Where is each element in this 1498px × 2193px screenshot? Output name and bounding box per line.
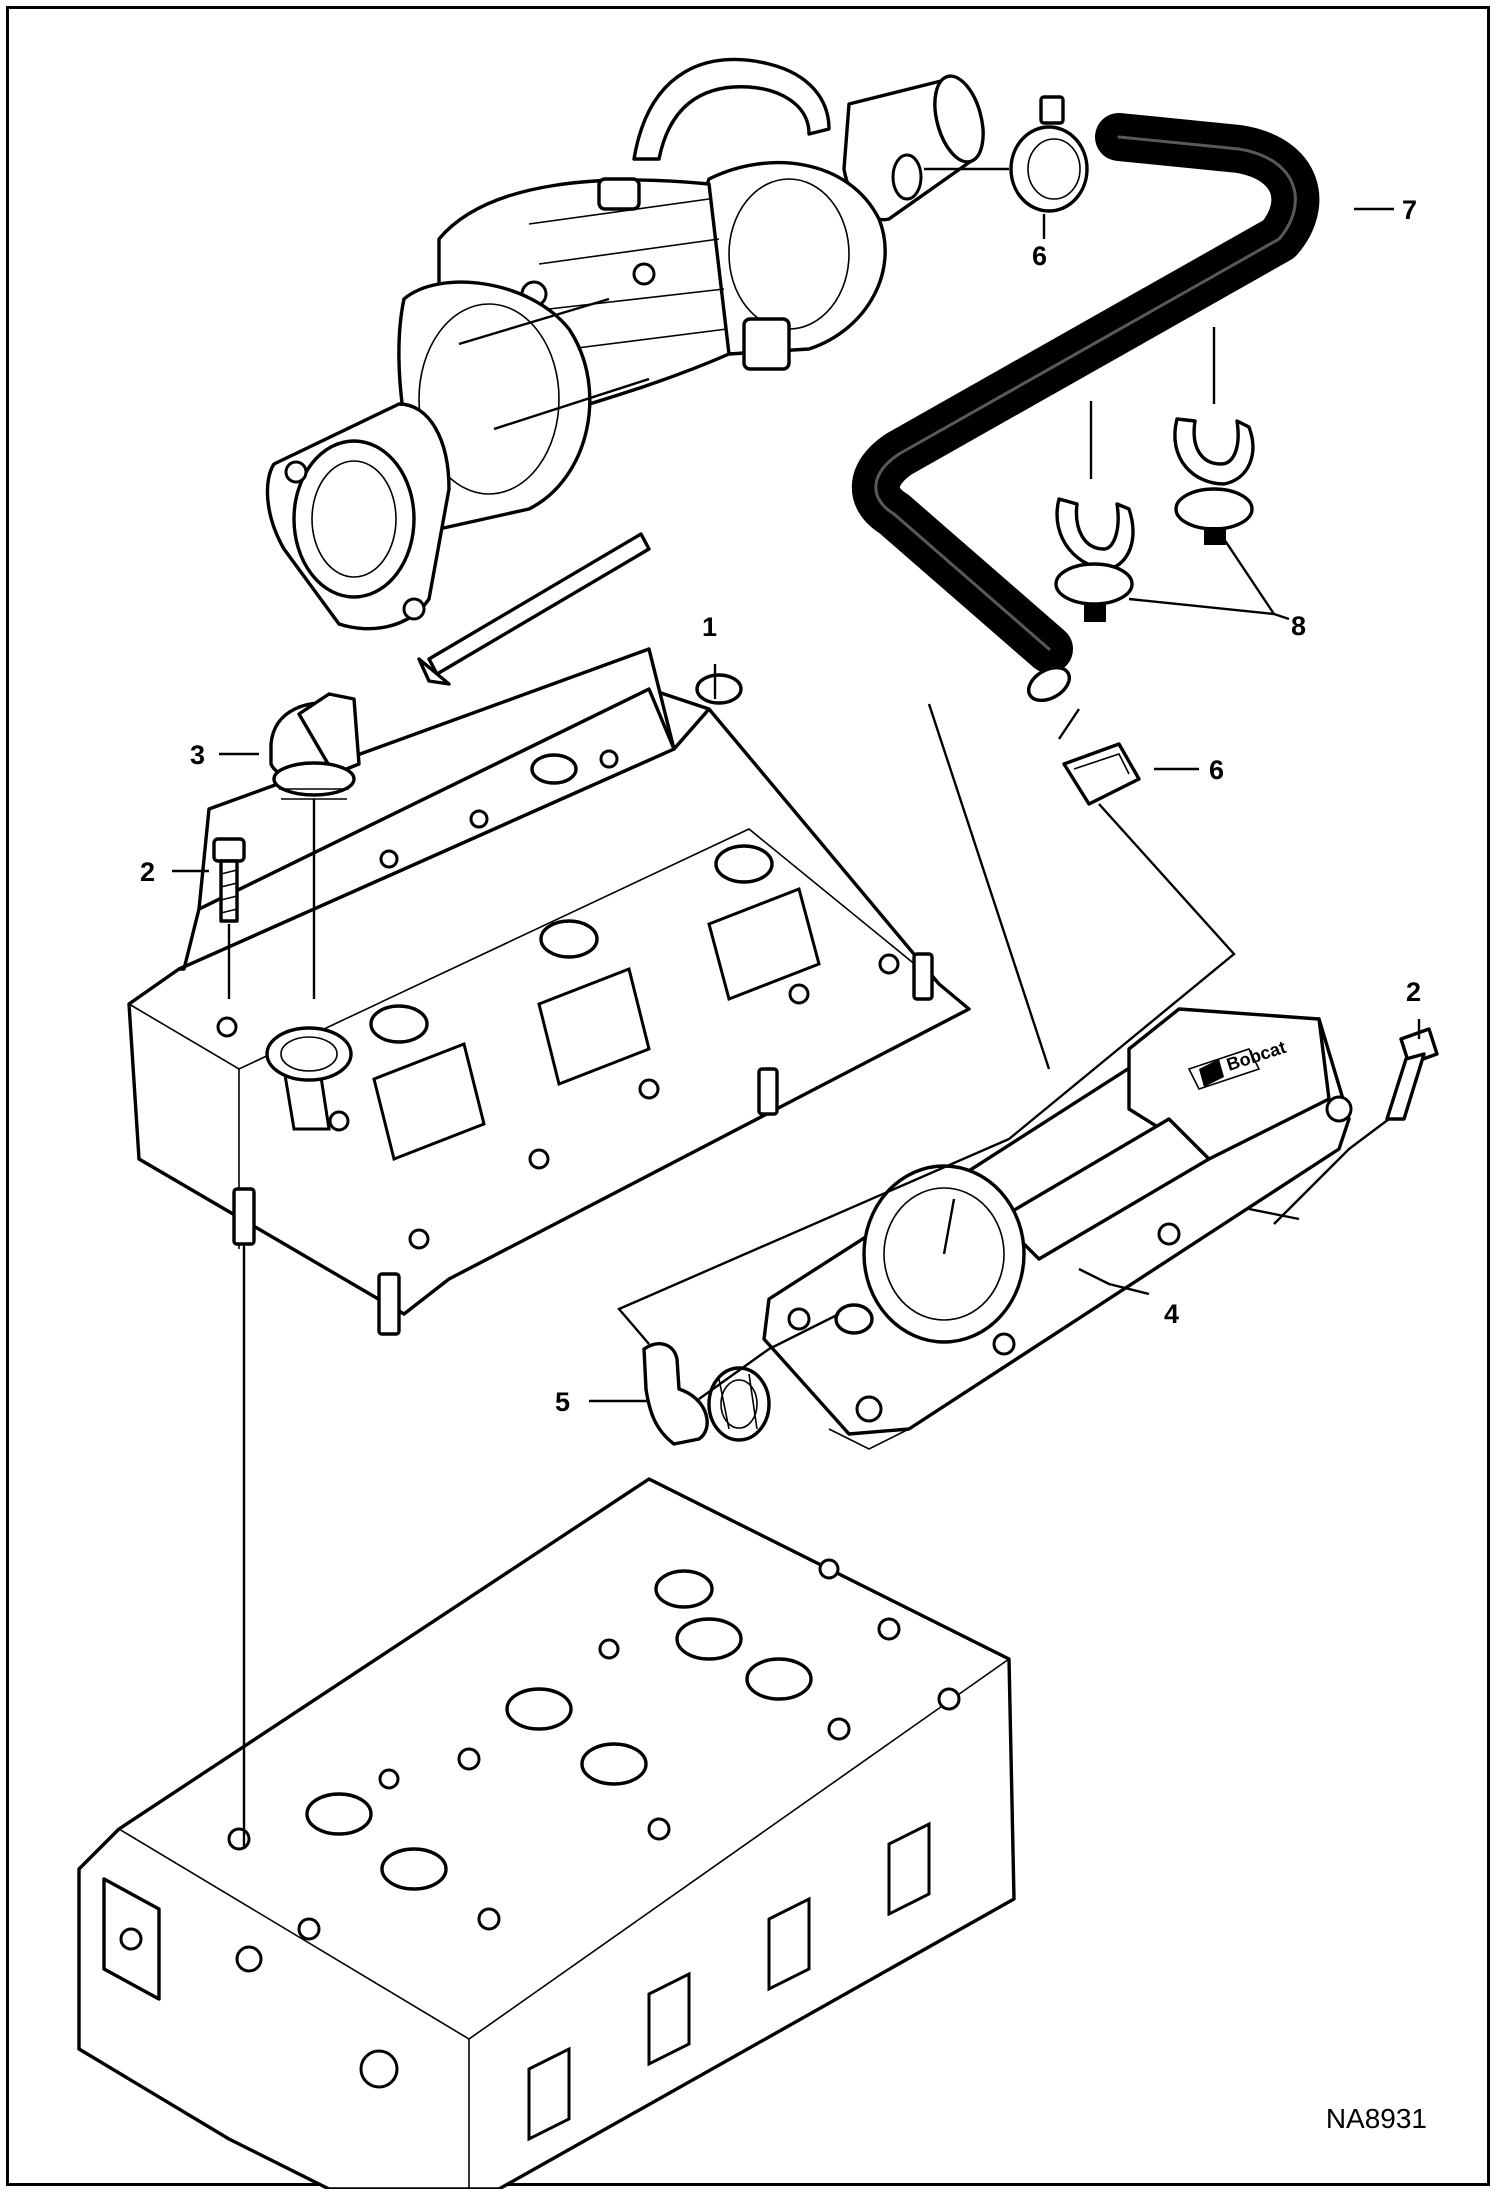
callout-5: 5: [555, 1387, 571, 1417]
callout-2-left: 2: [140, 857, 156, 887]
hose-clip-right: [1173, 417, 1255, 545]
callout-8: 8: [1291, 611, 1307, 641]
hose-clamp-bottom: [1062, 742, 1141, 806]
callout-3: 3: [190, 740, 206, 770]
figure-id: NA8931: [1325, 2103, 1427, 2134]
exploded-view-drawing: Bobcat: [77, 57, 1439, 2189]
callout-4: 4: [1164, 1299, 1180, 1329]
hose-clamp-top: [924, 95, 1089, 213]
breather-cover: [762, 1007, 1353, 1450]
bolt-left: [212, 837, 246, 923]
callout-6-top: 6: [1032, 241, 1048, 271]
leader-lines: [172, 207, 1421, 1849]
bolt-right: [1385, 1027, 1439, 1121]
turbocharger: [265, 57, 985, 686]
hose-clip-left: [1054, 497, 1135, 622]
callout-7: 7: [1402, 195, 1418, 225]
oil-filler-cap: [269, 692, 361, 800]
cylinder-head: [77, 1477, 1016, 2189]
breather-hose: [851, 113, 1320, 703]
elbow-fitting: [642, 1342, 771, 1446]
callout-2-right: 2: [1406, 977, 1422, 1007]
valve-cover: [127, 647, 971, 1336]
callout-1: 1: [702, 612, 718, 642]
diagram-frame: Bobcat 1 2 2 3 4 5 6 6 7 8 NA8931: [6, 6, 1490, 2189]
callout-6-bottom: 6: [1209, 755, 1225, 785]
